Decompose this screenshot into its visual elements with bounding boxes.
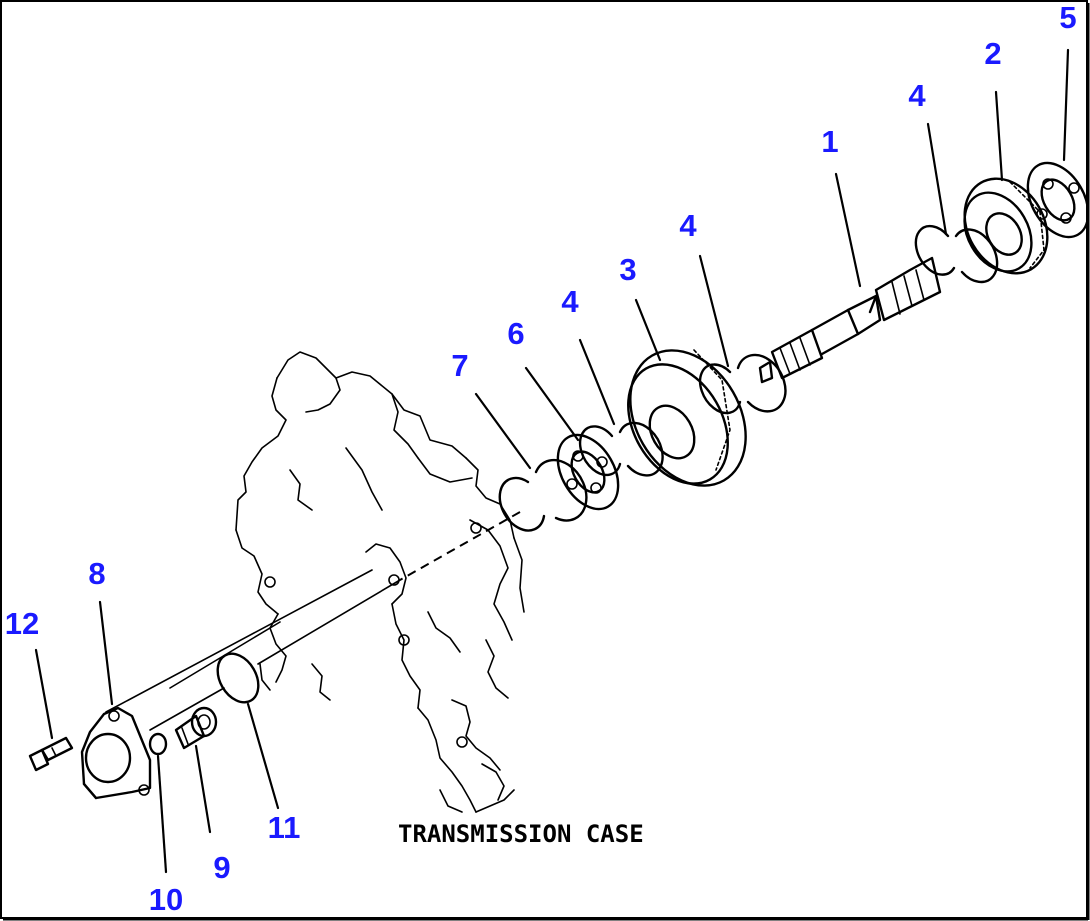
part-2-gear [963, 177, 1049, 275]
callout-2: 2 [984, 36, 1001, 71]
assembly-axis [105, 511, 521, 731]
callout-7: 7 [451, 348, 468, 383]
callout-1: 1 [821, 124, 838, 159]
callout-9: 9 [213, 850, 230, 885]
leader-lines [34, 48, 1070, 874]
callout-12: 12 [5, 606, 39, 641]
part-6-bearing [556, 433, 620, 511]
part-12-bolt [28, 736, 74, 772]
part-9-fitting [174, 706, 218, 750]
callout-4-left: 4 [561, 284, 579, 319]
part-1-shaft [758, 256, 942, 384]
part-8-cover [80, 706, 152, 800]
caption-transmission-case: TRANSMISSION CASE [398, 820, 644, 848]
callout-3: 3 [619, 252, 636, 287]
transmission-case [235, 351, 525, 813]
callout-10: 10 [149, 882, 183, 917]
part-4-snap-ring-b [914, 224, 999, 284]
part-4-snap-ring-c [578, 421, 664, 477]
callout-8: 8 [88, 556, 105, 591]
callout-6: 6 [507, 316, 524, 351]
part-5-bearing [1026, 161, 1090, 239]
part-11-o-ring [216, 652, 260, 704]
callout-labels: 1 2 3 4 4 4 5 6 7 8 9 10 11 12 [5, 0, 1077, 917]
part-4-snap-ring-a [698, 353, 787, 415]
part-7-snap-ring [498, 458, 588, 532]
part-10-o-ring [148, 732, 168, 756]
part-3-gear [627, 349, 747, 487]
callout-5: 5 [1059, 0, 1076, 35]
callout-11: 11 [268, 810, 301, 845]
callout-4-middle: 4 [679, 208, 697, 243]
callout-4-upper-right: 4 [908, 78, 926, 113]
